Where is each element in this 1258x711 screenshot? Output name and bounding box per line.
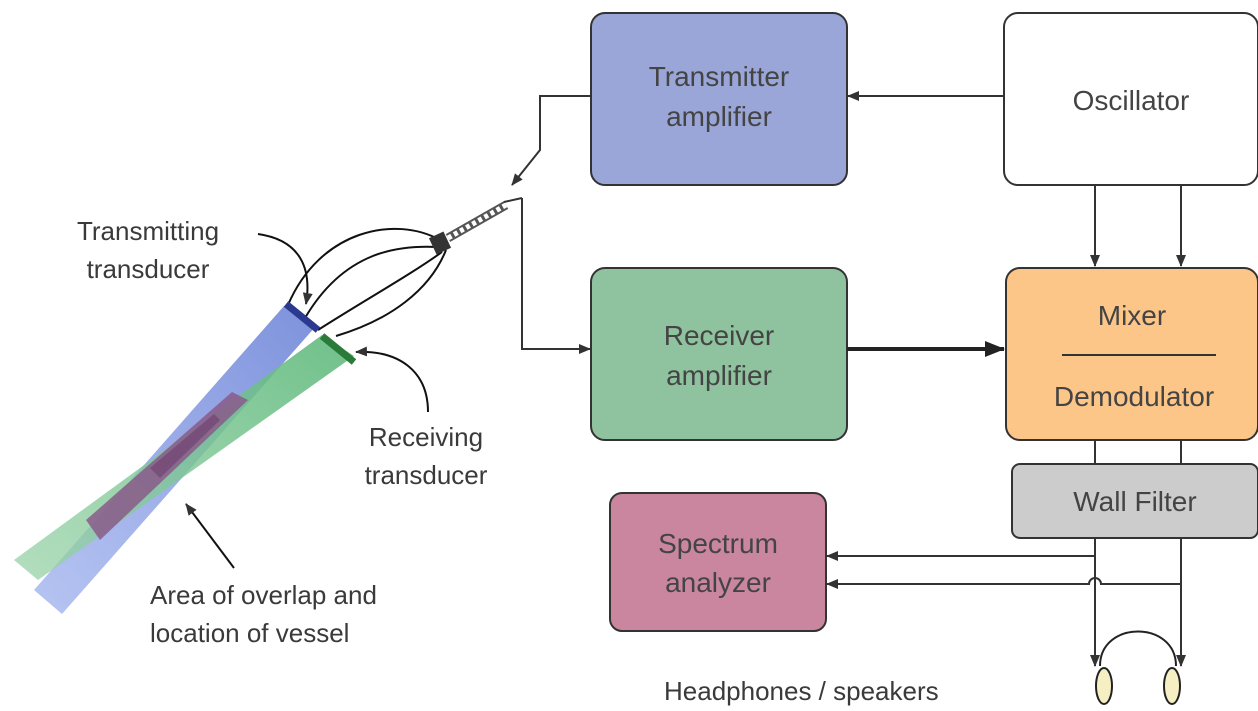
receiver-amplifier-label-1: Receiver [664, 320, 774, 351]
filter-to-spectrum-arrow-2 [826, 577, 1181, 589]
wall-filter-block [1011, 463, 1258, 539]
mixer-label: Mixer [1098, 300, 1166, 331]
receiver-amplifier-label-2: amplifier [666, 360, 772, 391]
headphones-icon [1095, 630, 1181, 705]
spectrum-analyzer-label-1: Spectrum [658, 528, 778, 559]
demodulator-label: Demodulator [1054, 381, 1214, 412]
overlap-label-2: location of vessel [150, 618, 349, 648]
overlap-label-1: Area of overlap and [150, 580, 377, 610]
probe-to-receiver-arrow [521, 198, 591, 354]
receiver-amplifier-block [590, 267, 848, 441]
receiving-transducer-label-1: Receiving [369, 422, 483, 452]
transmitting-transducer-pointer [257, 233, 313, 305]
spectrum-analyzer-block [609, 492, 827, 632]
overlap-pointer [185, 503, 235, 569]
oscillator-block [1003, 12, 1258, 186]
receiving-transducer-pointer [355, 346, 429, 413]
transmitter-amplifier-label-1: Transmitter [649, 61, 790, 92]
transmitting-transducer-label-2: transducer [87, 254, 210, 284]
transmit-crystal [283, 301, 321, 333]
receiving-transducer-label-2: transducer [365, 460, 488, 490]
oscillator-label: Oscillator [1073, 85, 1190, 116]
doppler-probe-icon [14, 197, 523, 614]
transmitter-amplifier-block [590, 12, 848, 186]
headphones-label: Headphones / speakers [664, 676, 939, 706]
wall-filter-label: Wall Filter [1073, 486, 1196, 517]
transmitter-to-probe-arrow [511, 95, 591, 186]
spectrum-analyzer-label-2: analyzer [665, 567, 771, 598]
receive-crystal [319, 333, 357, 365]
transmitter-amplifier-label-2: amplifier [666, 101, 772, 132]
transmitting-transducer-label-1: Transmitting [77, 216, 219, 246]
